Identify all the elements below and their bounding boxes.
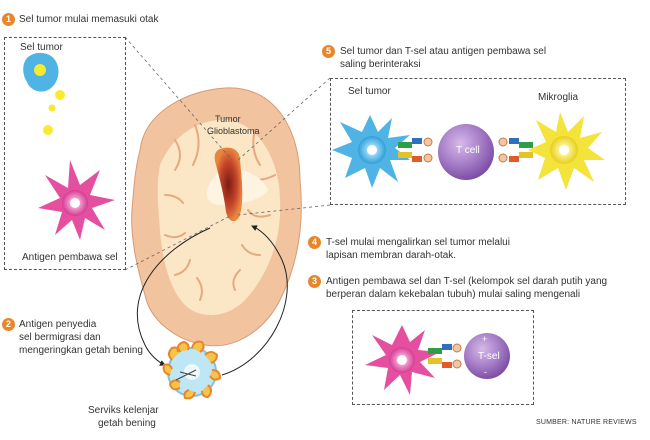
t-cell-large xyxy=(438,124,494,180)
step-2-text-line1: Antigen penyedia xyxy=(19,319,97,330)
t-sel-label: T-sel xyxy=(478,351,500,362)
step-4-number: 4 xyxy=(308,236,321,249)
migration-arrow-up xyxy=(221,225,288,376)
step-2-text-line2: sel bermigrasi dan xyxy=(19,332,101,343)
interaction-tumor-cell xyxy=(332,115,410,188)
step-5-number: 5 xyxy=(322,45,335,58)
t-sel-small xyxy=(464,333,510,379)
brain-illustration xyxy=(131,87,302,347)
microglia-label: Mikroglia xyxy=(538,92,579,103)
plus-sign: + xyxy=(482,334,488,344)
lymph-node xyxy=(162,340,222,400)
receptor-right xyxy=(498,137,533,163)
step-2-number: 2 xyxy=(2,318,15,331)
interaction-tumor-label: Sel tumor xyxy=(348,86,391,97)
step-1-text: Sel tumor mulai memasuki otak xyxy=(19,14,159,25)
step-3-number: 3 xyxy=(308,275,321,288)
receptor-bottom xyxy=(428,343,462,369)
step-4-text-line2: lapisan membran darah-otak. xyxy=(326,250,457,261)
lymph-label-line2: getah bening xyxy=(98,418,156,429)
step-2-text-line3: mengeringkan getah bening xyxy=(19,345,143,356)
tumor-cell-label: Sel tumor xyxy=(20,42,63,53)
interaction-box xyxy=(330,78,626,205)
step-3-text-line1: Antigen pembawa sel dan T-sel (kelompok … xyxy=(326,276,608,287)
source-credit: SUMBER: NATURE REVIEWS xyxy=(536,419,637,426)
antigen-cell-bottom xyxy=(365,325,440,395)
step-3-text-line2: berperan dalam kekebalan tubuh) mulai sa… xyxy=(326,289,581,300)
tumor-cell-small xyxy=(23,52,65,135)
antigen-cell-small xyxy=(38,160,115,240)
step-4-text-line1: T-sel mulai mengalirkan sel tumor melalu… xyxy=(326,237,510,248)
step-5-text-line2: saling berinteraksi xyxy=(340,59,421,70)
receptor-left xyxy=(398,137,433,163)
step-5-text-line1: Sel tumor dan T-sel atau antigen pembawa… xyxy=(340,46,547,57)
migration-arrow-down xyxy=(136,227,211,366)
antigen-cell-label: Antigen pembawa sel xyxy=(22,252,118,263)
tumor-entry-box xyxy=(4,37,126,270)
microglia-cell xyxy=(528,112,605,190)
tumor-label: Tumor xyxy=(215,114,241,124)
glioblastoma-tumor xyxy=(214,147,243,222)
lymph-label-line1: Serviks kelenjar xyxy=(88,405,159,416)
connector-lines xyxy=(124,36,331,271)
t-cell-label: T cell xyxy=(456,145,480,156)
recognition-box xyxy=(352,310,534,405)
glioblastoma-label: Glioblastoma xyxy=(207,126,260,136)
step-1-number: 1 xyxy=(2,13,15,26)
minus-sign: - xyxy=(484,367,487,377)
